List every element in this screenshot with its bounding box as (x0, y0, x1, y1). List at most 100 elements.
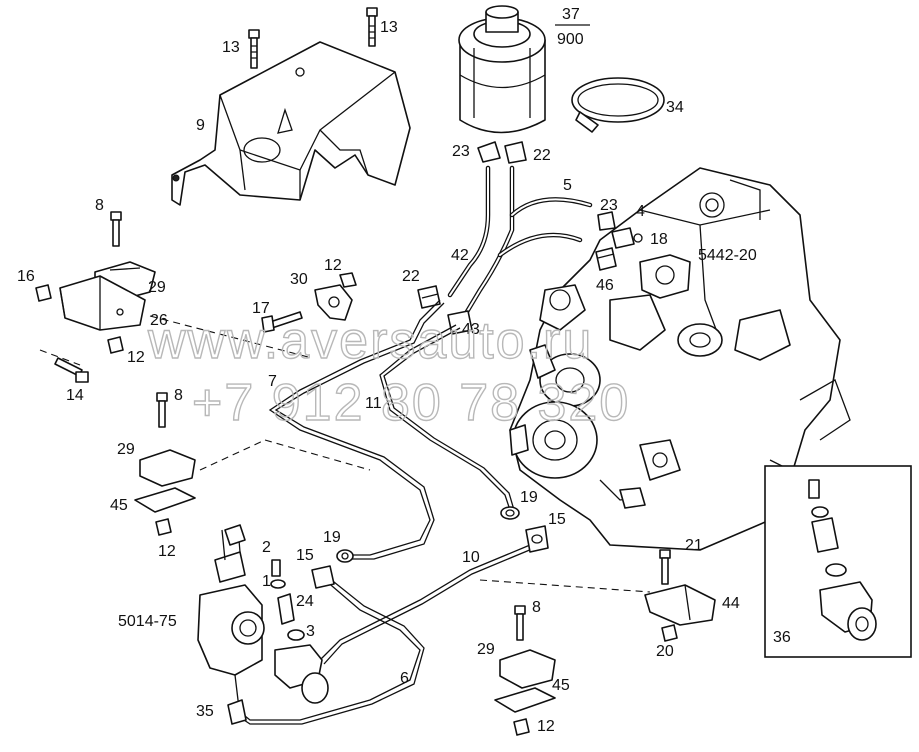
fitting-15-left (311, 565, 335, 589)
fitting-23 (597, 211, 616, 231)
label-29: 29 (117, 441, 135, 458)
label-29: 29 (148, 279, 166, 296)
label-22: 22 (402, 268, 420, 285)
label-5014-75: 5014-75 (118, 613, 177, 630)
bolt-14 (54, 357, 89, 383)
watermark-phone: +7 912 80 78 320 (192, 374, 630, 432)
label-12: 12 (127, 349, 145, 366)
label-30: 30 (290, 271, 308, 288)
label-2: 2 (262, 539, 271, 556)
label-45: 45 (110, 497, 128, 514)
part-labels: 13 13 9 34 23 22 5 23 4 18 5442-20 46 42… (17, 6, 791, 735)
label-17: 17 (252, 300, 270, 317)
watermark-url: www.aversauto.ru (147, 312, 593, 370)
label-8: 8 (174, 387, 183, 404)
label-23: 23 (600, 197, 618, 214)
reservoir (458, 5, 546, 134)
bolt-8-top (110, 211, 122, 247)
label-24: 24 (296, 593, 314, 610)
label-15: 15 (548, 511, 566, 528)
leader-lines (39, 315, 651, 593)
fitting-19-left (336, 549, 354, 563)
sensor-5442-20 (639, 254, 691, 299)
label-20: 20 (656, 643, 674, 660)
plate-45-mid (134, 487, 196, 513)
label-34: 34 (666, 99, 684, 116)
label-5: 5 (563, 177, 572, 194)
label-6: 6 (400, 670, 409, 687)
nut-12-top (339, 272, 357, 288)
nut-12-bottom (513, 718, 530, 736)
line-6 (237, 577, 425, 725)
bolt-8-bottom (514, 605, 526, 641)
hose-clamps-23-22 (477, 141, 527, 164)
ring-3 (287, 629, 305, 641)
label-46: 46 (596, 277, 614, 294)
watermark: www.aversauto.ru +7 912 80 78 320 (146, 311, 630, 432)
bolt-21 (659, 549, 671, 585)
nut-12-mid (155, 518, 172, 536)
bracket-26 (59, 275, 146, 331)
label-12: 12 (158, 543, 176, 560)
label-19: 19 (323, 529, 341, 546)
label-23: 23 (452, 143, 470, 160)
label-42: 42 (451, 247, 469, 264)
fitting-4 (611, 227, 643, 249)
bolt-17 (261, 311, 303, 333)
fraction-numerator: 37 (562, 6, 580, 23)
label-19: 19 (520, 489, 538, 506)
nut-20 (661, 624, 678, 642)
engine-block (509, 167, 851, 551)
hose-42 (447, 165, 491, 298)
fitting-19-right (500, 506, 520, 520)
label-4: 4 (636, 203, 645, 220)
label-1: 1 (262, 573, 271, 590)
bolt-24 (277, 593, 295, 625)
bolt-2 (271, 559, 281, 577)
bracket-9 (171, 41, 411, 206)
bolt-13-left (248, 29, 260, 69)
bolt-13-right (366, 7, 378, 47)
label-8: 8 (95, 197, 104, 214)
label-13: 13 (222, 39, 240, 56)
bracket-29-bottom (499, 649, 556, 689)
bracket-44 (644, 584, 716, 626)
label-12: 12 (537, 718, 555, 735)
label-15: 15 (296, 547, 314, 564)
line-10 (319, 544, 533, 665)
label-29: 29 (477, 641, 495, 658)
label-35: 35 (196, 703, 214, 720)
fitting-46 (595, 247, 617, 271)
nut-16 (35, 284, 52, 302)
bolt-8-mid (156, 392, 168, 428)
label-9: 9 (196, 117, 205, 134)
label-11: 11 (365, 395, 382, 412)
line-11 (379, 324, 515, 511)
label-5442-20: 5442-20 (698, 247, 757, 264)
label-18: 18 (650, 231, 668, 248)
label-26: 26 (150, 312, 168, 329)
hose-5 (459, 165, 593, 323)
label-13: 13 (380, 19, 398, 36)
inset-detail-36 (764, 465, 912, 658)
label-8: 8 (532, 599, 541, 616)
washer-1 (270, 579, 286, 589)
bracket-29-mid (139, 449, 196, 487)
label-16: 16 (17, 268, 35, 285)
label-21: 21 (685, 537, 703, 554)
label-45: 45 (552, 677, 570, 694)
label-43: 43 (462, 321, 480, 338)
plate-45-bottom (494, 687, 556, 713)
label-7: 7 (268, 373, 277, 390)
label-36: 36 (773, 629, 791, 646)
label-12: 12 (324, 257, 342, 274)
bracket-30 (314, 284, 353, 321)
pump-5014-75 (197, 524, 329, 725)
clamp-34 (571, 77, 665, 133)
label-44: 44 (722, 595, 740, 612)
line-7 (268, 299, 445, 560)
fitting-15-right (525, 525, 549, 553)
label-10: 10 (462, 549, 480, 566)
fraction-denominator: 900 (557, 31, 584, 48)
